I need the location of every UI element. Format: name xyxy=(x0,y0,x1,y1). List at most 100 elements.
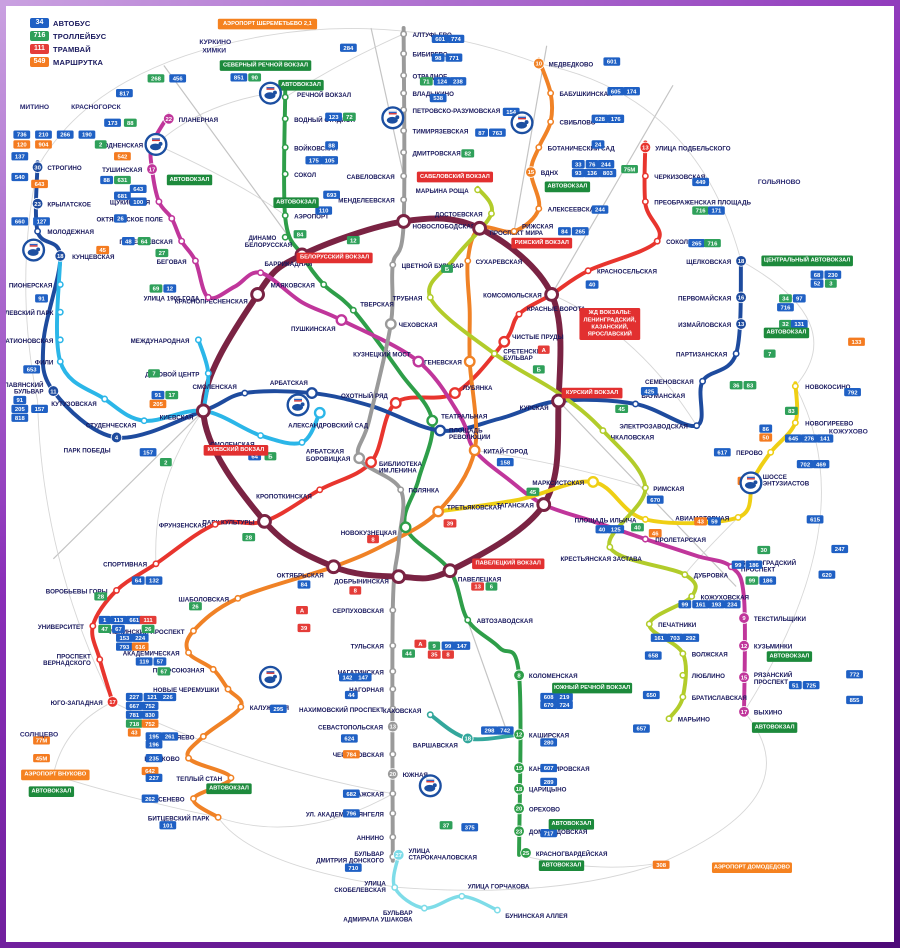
station-dot xyxy=(281,115,289,123)
route-number: 176 xyxy=(611,117,622,123)
railway-line xyxy=(558,400,737,587)
route-number: 45 xyxy=(530,490,537,496)
station-dot xyxy=(224,685,232,693)
route-number: 660 xyxy=(15,220,26,226)
station-terminus-circle xyxy=(735,255,747,267)
route-number-badge xyxy=(540,829,558,838)
bus-terminal-badge xyxy=(273,197,319,208)
area-label: КОЖУХОВО xyxy=(829,429,868,436)
route-number: 50 xyxy=(762,436,769,442)
bus-terminal-badge xyxy=(548,818,595,830)
route-number: 682 xyxy=(346,792,357,798)
terminal-label: БЕЛОРУССКИЙ ВОКЗАЛ xyxy=(300,253,369,261)
station-label: ПОЛЯНКА xyxy=(409,488,440,495)
route-number: 8 xyxy=(446,653,450,659)
route-number: 205 xyxy=(153,402,164,408)
station-label: ТУШИНСКАЯ xyxy=(102,167,143,174)
airport-badge xyxy=(711,862,792,874)
travel-minutes: 9 xyxy=(742,616,746,622)
station-label: ВОРОБЬЕВЫ ГОРЫ xyxy=(46,588,108,595)
route-number: 642 xyxy=(145,769,156,775)
bus-terminal-badge xyxy=(219,60,312,71)
route-number-badge xyxy=(367,534,379,544)
route-number-badge xyxy=(532,365,545,374)
station-label: ДИНАМО xyxy=(249,235,277,242)
route-number-badge xyxy=(431,34,449,44)
route-number-badge xyxy=(131,642,149,651)
station-dot xyxy=(140,417,148,425)
route-number: 702 xyxy=(800,462,811,468)
area-label: МИТИНО xyxy=(20,104,49,111)
route-number-badge xyxy=(155,248,169,258)
station-label: СПОРТИВНАЯ xyxy=(103,562,148,569)
route-number-badge xyxy=(763,349,776,358)
station-label: РИЖСКАЯ xyxy=(522,223,554,230)
station-dot xyxy=(281,212,289,219)
route-number-badge xyxy=(790,319,808,329)
station-dot xyxy=(56,308,64,316)
route-number: 40 xyxy=(599,527,606,533)
bus-terminal-badge xyxy=(544,181,591,193)
route-number: 3 xyxy=(829,282,833,288)
transfer-station xyxy=(468,444,481,457)
route-number-badge xyxy=(11,217,29,226)
route-number-badge xyxy=(633,724,650,733)
route-number: 28 xyxy=(245,535,252,541)
route-number: 657 xyxy=(636,727,647,733)
route-number: 37 xyxy=(443,823,450,829)
route-number: 265 xyxy=(692,241,703,247)
route-number-badge xyxy=(151,390,165,400)
route-number: 99 xyxy=(445,644,452,650)
route-number-badge xyxy=(33,736,50,745)
terminal-label: АЭРОПОРТ ДОМОДЕДОВО xyxy=(714,864,791,870)
route-number-badge xyxy=(11,152,29,161)
route-number: 653 xyxy=(27,368,38,374)
legend-label-marshrutka: МАРШРУТКА xyxy=(53,57,104,67)
terminal-label: СЕВЕРНЫЙ РЕЧНОЙ ВОКЗАЛ xyxy=(223,60,308,68)
route-number: 57 xyxy=(157,660,164,666)
route-number: 817 xyxy=(119,91,130,97)
transfer-station xyxy=(384,318,397,330)
station-dot xyxy=(400,89,408,97)
route-number: 48 xyxy=(125,239,132,245)
station-label: САВЕЛОВСКАЯ xyxy=(347,174,396,181)
station-label: ТЕАТРАЛЬНАЯ xyxy=(441,414,488,421)
station-terminus-circle xyxy=(387,720,399,733)
station-terminus-circle xyxy=(738,671,750,683)
route-number: 12 xyxy=(350,238,357,244)
station-label: МАРЬИНО xyxy=(678,717,710,724)
route-number: 195 xyxy=(149,735,160,741)
route-connector xyxy=(37,35,265,168)
station-label: ПАРК ПОБЕДЫ xyxy=(64,447,111,454)
route-number: 615 xyxy=(810,518,821,524)
station-label: КАШИРСКАЯ xyxy=(529,732,570,739)
station-label: ВОДНЫЙ СТАДИОН xyxy=(294,116,355,124)
route-number-badge xyxy=(650,633,668,642)
ring-transfer-station xyxy=(396,214,412,229)
route-number: 190 xyxy=(82,133,93,139)
station-label: КАЛУЖСКАЯ xyxy=(250,705,290,712)
route-number: 88 xyxy=(127,121,134,127)
route-number: 186 xyxy=(763,579,774,585)
route-connector xyxy=(217,817,399,888)
route-connector xyxy=(551,294,698,426)
terminal-label: КИЕВСКИЙ ВОКЗАЛ xyxy=(208,445,265,453)
route-number-badge xyxy=(599,168,617,178)
route-number-badge xyxy=(344,690,358,700)
station-label: ЧЕРКИЗОВСКАЯ xyxy=(654,174,705,181)
station-terminus-circle xyxy=(513,825,525,837)
route-number-badge xyxy=(445,53,463,62)
ring-transfer-station xyxy=(544,287,560,302)
route-number: 67 xyxy=(161,670,168,676)
route-number-badge xyxy=(110,615,127,625)
route-number-badge xyxy=(591,114,609,123)
station-label: БЕГОВАЯ xyxy=(157,259,188,266)
station-label: БОРОВИЦКАЯ xyxy=(306,456,351,463)
route-number: 76 xyxy=(589,162,596,168)
route-number-badge xyxy=(11,172,29,182)
transfer-station xyxy=(399,521,412,534)
station-terminus-circle xyxy=(31,197,44,210)
route-number-badge xyxy=(339,673,356,682)
